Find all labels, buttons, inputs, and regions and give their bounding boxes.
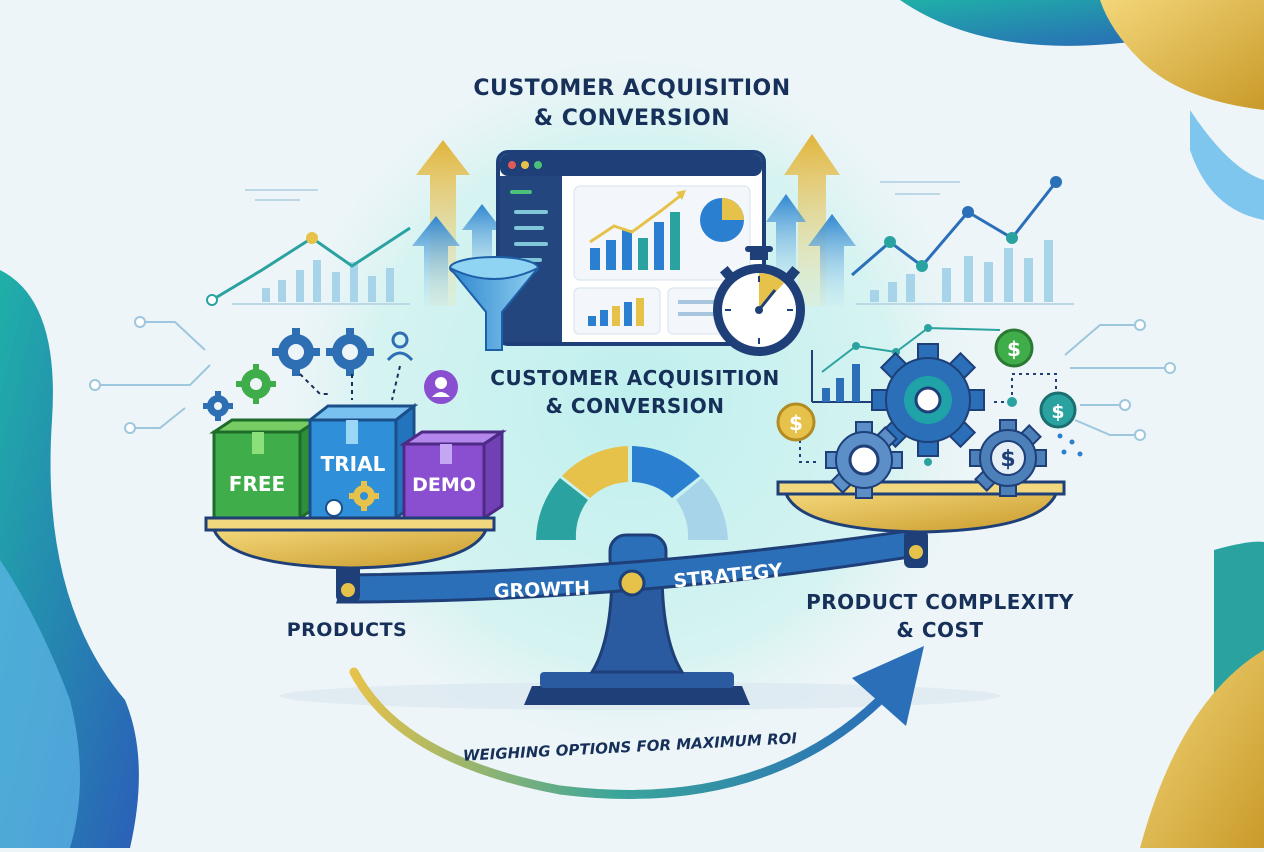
dollar-coin-icon: $ bbox=[776, 402, 816, 442]
mid-title-line1: CUSTOMER ACQUISITION bbox=[490, 366, 780, 390]
complexity-cluster: $ $ $ $ bbox=[776, 324, 1083, 499]
gear-dollar-symbol: $ bbox=[1000, 447, 1015, 472]
top-title-line1: CUSTOMER ACQUISITION bbox=[473, 76, 791, 101]
coin-symbol: $ bbox=[1051, 401, 1064, 423]
funnel-icon bbox=[449, 256, 539, 351]
corner-decoration-top-right bbox=[900, 0, 1264, 220]
complexity-label: PRODUCT COMPLEXITY & COST bbox=[790, 588, 1090, 644]
gear-icon bbox=[969, 419, 1047, 497]
complexity-line2: & COST bbox=[896, 618, 984, 642]
circuit-lines-left bbox=[89, 316, 211, 434]
mid-title-line2: & CONVERSION bbox=[545, 394, 725, 418]
gauge-icon bbox=[536, 446, 728, 540]
gear-icon-group-left bbox=[203, 328, 458, 421]
balance-scale-icon bbox=[204, 480, 1066, 710]
box-demo-label: DEMO bbox=[412, 474, 476, 496]
gear-icon bbox=[825, 421, 903, 499]
top-title-line2: & CONVERSION bbox=[533, 106, 731, 131]
beam-label-growth: GROWTH bbox=[494, 577, 591, 602]
coin-symbol: $ bbox=[789, 411, 803, 435]
growth-arrow-icon bbox=[349, 646, 924, 799]
gear-icon bbox=[203, 391, 233, 421]
corner-decoration-left bbox=[0, 270, 139, 848]
mini-chart-left bbox=[206, 189, 411, 306]
box-trial-label: TRIAL bbox=[321, 452, 386, 476]
user-icon bbox=[386, 331, 414, 362]
coin-symbol: $ bbox=[1007, 337, 1021, 361]
user-icon bbox=[424, 370, 458, 404]
box-free-label: FREE bbox=[229, 472, 285, 496]
dollar-coin-icon: $ bbox=[994, 328, 1034, 368]
stopwatch-icon bbox=[713, 246, 805, 356]
corner-decoration-bottom-right bbox=[1140, 541, 1264, 848]
growth-arrows bbox=[412, 134, 856, 306]
gear-icon bbox=[871, 343, 985, 457]
mini-chart-right bbox=[851, 176, 1074, 305]
top-title: CUSTOMER ACQUISITION & CONVERSION bbox=[432, 74, 832, 134]
gear-icon bbox=[326, 328, 374, 376]
gear-icon bbox=[236, 364, 276, 404]
circuit-lines-right bbox=[1064, 319, 1176, 441]
mid-title: CUSTOMER ACQUISITION & CONVERSION bbox=[470, 364, 800, 420]
products-label: PRODUCTS bbox=[286, 619, 408, 641]
complexity-line1: PRODUCT COMPLEXITY bbox=[806, 590, 1074, 614]
dollar-coin-icon: $ bbox=[1039, 391, 1077, 429]
dashboard-icon bbox=[496, 150, 766, 346]
box-free bbox=[209, 417, 323, 521]
gear-icon bbox=[272, 328, 320, 376]
